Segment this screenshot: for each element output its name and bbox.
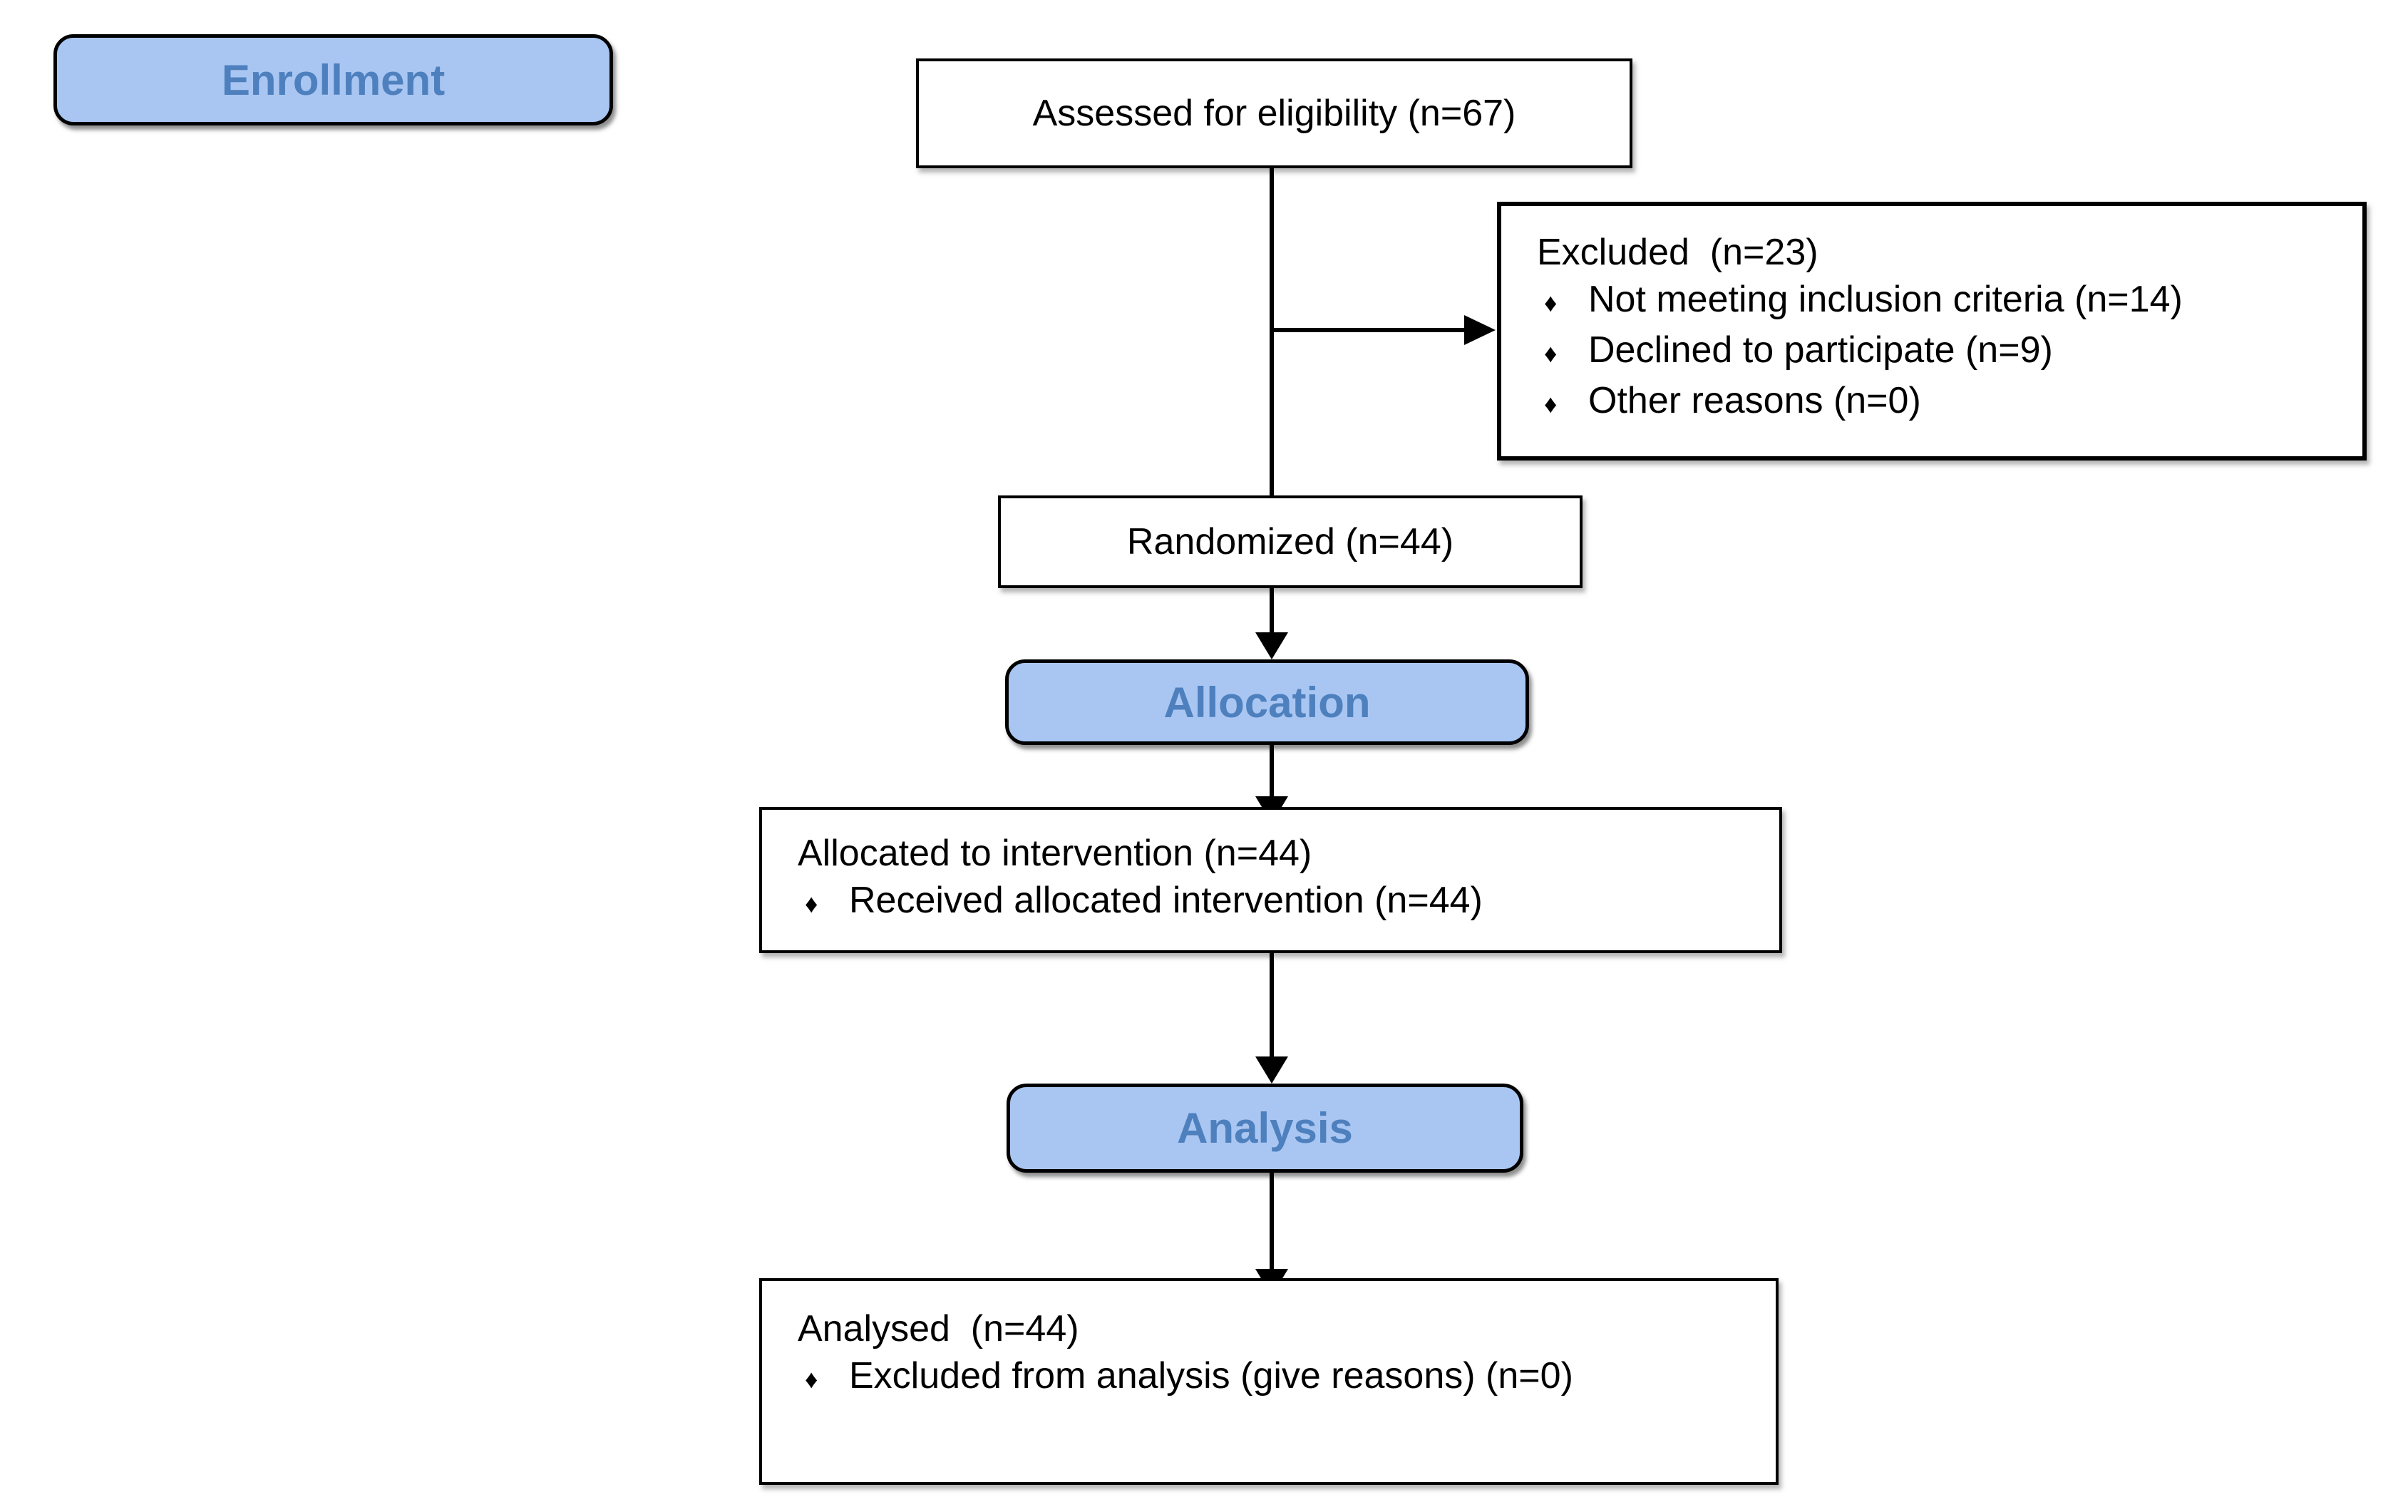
diamond-bullet-icon: ♦ xyxy=(805,889,818,918)
stage-badge-analysis: Analysis xyxy=(1007,1084,1523,1173)
bullet-item: ♦ Received allocated intervention (n=44) xyxy=(798,877,1762,927)
stage-label-enrollment: Enrollment xyxy=(221,56,446,104)
randomized-box: Randomized (n=44) xyxy=(998,495,1583,588)
bullet-text: Not meeting inclusion criteria (n=14) xyxy=(1588,279,2183,320)
box-title: Assessed for eligibility (n=67) xyxy=(1032,93,1516,134)
bullet-item: ♦ Declined to participate (n=9) xyxy=(1537,326,2345,377)
bullet-item: ♦ Not meeting inclusion criteria (n=14) xyxy=(1537,276,2345,326)
bullet-item: ♦ Excluded from analysis (give reasons) … xyxy=(798,1352,1759,1403)
stage-label-allocation: Allocation xyxy=(1163,678,1371,726)
diamond-bullet-icon: ♦ xyxy=(805,1364,818,1394)
bullet-text: Other reasons (n=0) xyxy=(1588,380,1921,421)
diamond-bullet-icon: ♦ xyxy=(1544,389,1558,418)
box-title: Analysed (n=44) xyxy=(798,1308,1079,1349)
box-title: Randomized (n=44) xyxy=(1126,521,1454,562)
excluded-box: Excluded (n=23) ♦ Not meeting inclusion … xyxy=(1497,202,2367,461)
flow-line-allocated-analysis xyxy=(1270,953,1274,1058)
box-title: Allocated to intervention (n=44) xyxy=(798,833,1312,874)
bullet-item: ♦ Other reasons (n=0) xyxy=(1537,377,2345,428)
stage-badge-allocation: Allocation xyxy=(1005,659,1529,745)
flow-line-randomized-allocation xyxy=(1270,588,1274,634)
assessed-eligibility-box: Assessed for eligibility (n=67) xyxy=(916,58,1632,168)
flow-line-branch-excluded xyxy=(1270,328,1465,332)
arrowhead-down-icon xyxy=(1255,632,1288,659)
stage-label-analysis: Analysis xyxy=(1177,1104,1353,1152)
stage-badge-enrollment: Enrollment xyxy=(53,34,613,125)
bullet-text: Excluded from analysis (give reasons) (n… xyxy=(849,1355,1573,1397)
bullet-text: Received allocated intervention (n=44) xyxy=(849,880,1483,921)
arrowhead-right-icon xyxy=(1464,315,1496,345)
diamond-bullet-icon: ♦ xyxy=(1544,288,1558,317)
analysed-box: Analysed (n=44) ♦ Excluded from analysis… xyxy=(759,1278,1779,1485)
box-title: Excluded (n=23) xyxy=(1537,232,1818,273)
allocated-intervention-box: Allocated to intervention (n=44) ♦ Recei… xyxy=(759,807,1782,953)
arrowhead-down-icon xyxy=(1255,1056,1288,1084)
bullet-text: Declined to participate (n=9) xyxy=(1588,329,2053,371)
flow-line-allocation-allocated xyxy=(1270,745,1274,798)
diamond-bullet-icon: ♦ xyxy=(1544,339,1558,368)
flow-line-analysis-analysed xyxy=(1270,1173,1274,1270)
